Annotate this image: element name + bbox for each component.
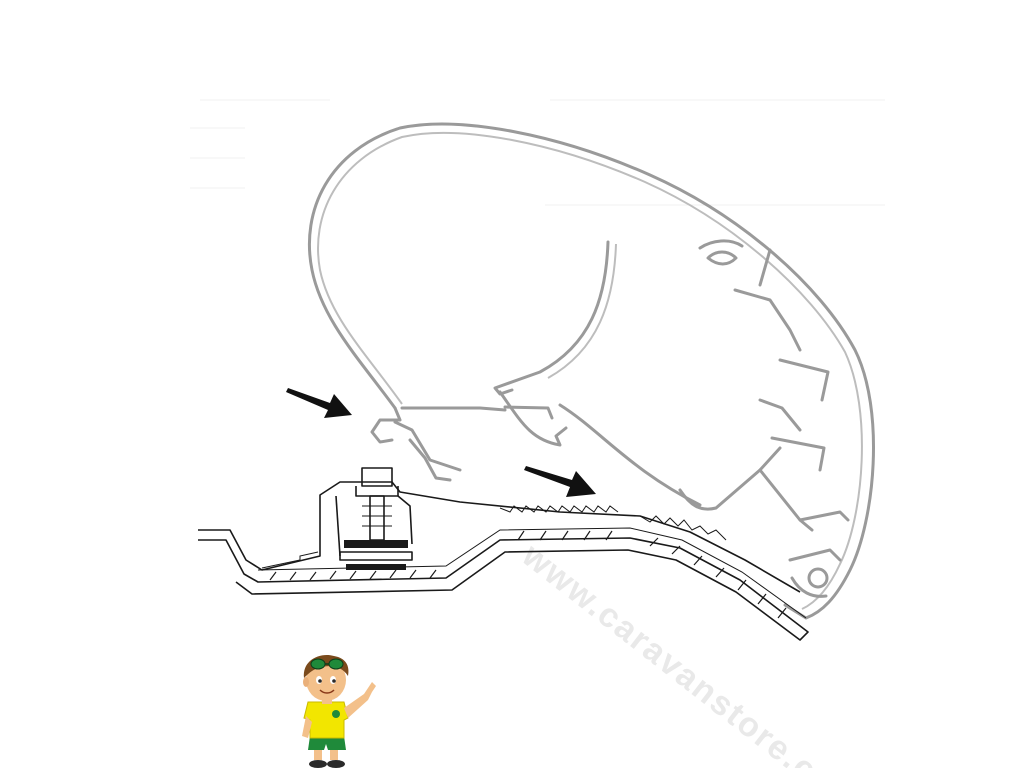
watermark-text: www.caravanstore.cz	[514, 536, 840, 768]
mounting-rail	[198, 467, 809, 641]
arrow-lower	[524, 466, 596, 497]
bolt-assembly	[335, 467, 413, 570]
awning-cassette-profile	[307, 122, 875, 620]
wall-hatching	[269, 530, 787, 619]
pointing-boy-mascot	[302, 654, 376, 768]
scan-artifacts	[190, 99, 885, 206]
arrow-upper	[286, 388, 352, 418]
arrow-icon	[524, 466, 596, 497]
arrow-icon	[286, 388, 352, 418]
